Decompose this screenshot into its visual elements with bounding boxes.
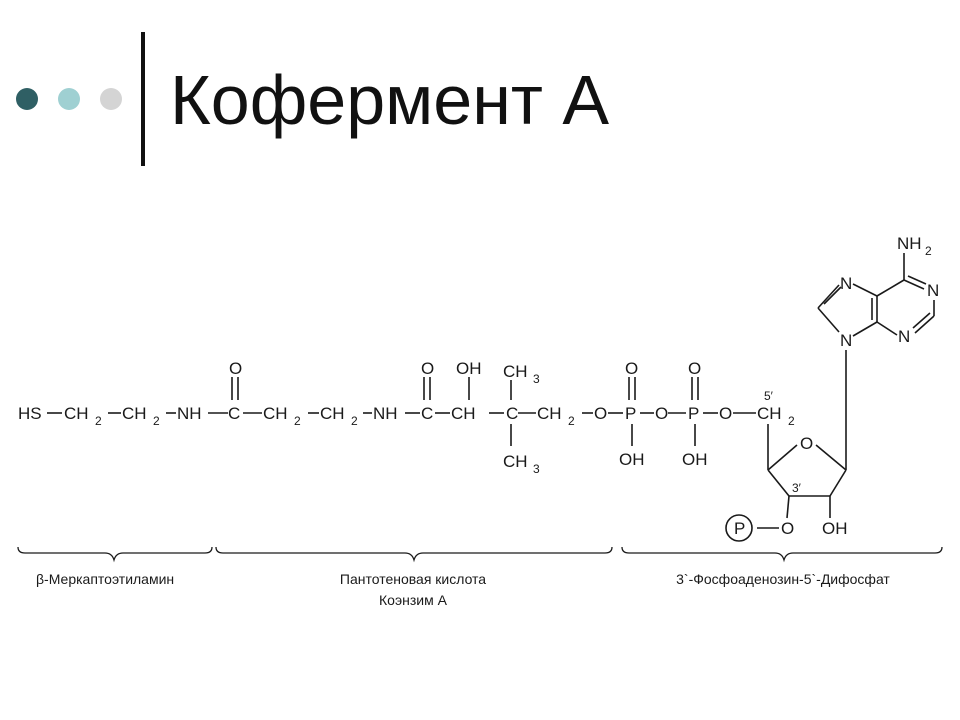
dot-dark-icon — [16, 88, 38, 110]
atom-o: O — [421, 359, 434, 378]
atom-c: C — [421, 404, 433, 423]
atom-ch2: CH — [320, 404, 345, 423]
atom-c: C — [228, 404, 240, 423]
atom-ring-o: O — [800, 434, 813, 453]
subscript-3: 3 — [533, 372, 540, 386]
atom-o: O — [688, 359, 701, 378]
atom-o: O — [781, 519, 794, 538]
subscript-2: 2 — [351, 414, 358, 428]
atom-oh: OH — [619, 450, 645, 469]
dot-teal-icon — [58, 88, 80, 110]
atom-n9: N — [840, 331, 852, 350]
atom-hs: HS — [18, 404, 42, 423]
locant-3-prime: 3′ — [792, 481, 802, 495]
atom-nh2: NH — [897, 234, 922, 253]
subscript-2: 2 — [153, 414, 160, 428]
slide-title: Кофермент А — [170, 61, 610, 139]
atom-p: P — [688, 404, 699, 423]
atom-ch2: CH — [757, 404, 782, 423]
atom-ch2: CH — [64, 404, 89, 423]
subscript-2: 2 — [568, 414, 575, 428]
atom-o: O — [719, 404, 732, 423]
phosphate-circle-label: P — [734, 519, 745, 538]
label-pantothenic-acid: Пантотеновая кислота — [340, 571, 486, 587]
atom-n3: N — [898, 327, 910, 346]
atom-o: O — [625, 359, 638, 378]
atom-c: C — [506, 404, 518, 423]
atom-o: O — [594, 404, 607, 423]
atom-oh: OH — [456, 359, 482, 378]
atom-ch2: CH — [537, 404, 562, 423]
atom-ch2: CH — [263, 404, 288, 423]
subscript-3: 3 — [533, 462, 540, 476]
bond-lines — [47, 253, 935, 542]
label-phosphoadenosine-diphosphate: 3`-Фосфоаденозин-5`-Дифосфат — [676, 571, 890, 587]
title-divider — [141, 32, 145, 166]
subscript-2: 2 — [925, 244, 932, 258]
segment-braces — [17, 546, 943, 563]
atom-nh: NH — [177, 404, 202, 423]
subscript-2: 2 — [294, 414, 301, 428]
atom-oh: OH — [682, 450, 708, 469]
atom-ch2: CH — [122, 404, 147, 423]
subscript-2: 2 — [95, 414, 102, 428]
label-coenzyme-a: Коэнзим А — [379, 592, 448, 608]
atom-n1: N — [927, 281, 939, 300]
atom-o: O — [229, 359, 242, 378]
atom-oh: OH — [822, 519, 848, 538]
atom-ch3: CH — [503, 362, 528, 381]
label-mercaptoethylamine: β-Меркаптоэтиламин — [36, 571, 174, 587]
subscript-2: 2 — [788, 414, 795, 428]
atom-nh: NH — [373, 404, 398, 423]
atom-ch: CH — [451, 404, 476, 423]
atom-p: P — [625, 404, 636, 423]
dot-grey-icon — [100, 88, 122, 110]
locant-5-prime: 5′ — [764, 389, 774, 403]
atom-o: O — [655, 404, 668, 423]
atom-ch3: CH — [503, 452, 528, 471]
atom-n7: N — [840, 274, 852, 293]
